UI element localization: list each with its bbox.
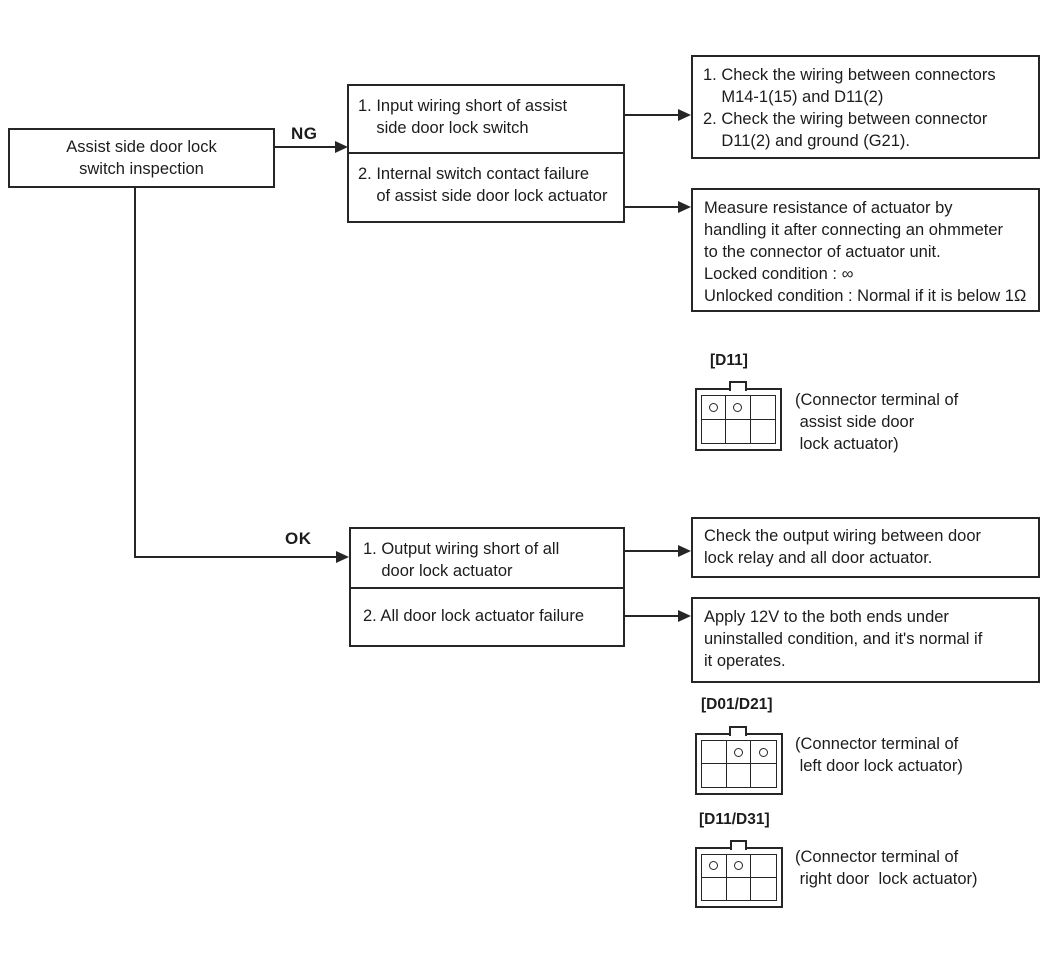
connector-d01-d21-tab (729, 726, 747, 736)
ok-action-apply-box: Apply 12V to the both ends under uninsta… (691, 597, 1040, 683)
pin-cell (702, 877, 727, 900)
ng-action2-arrowhead (678, 201, 691, 213)
ok-arrowhead (336, 551, 349, 563)
ok-action-wiring-text: Check the output wiring between door loc… (704, 527, 982, 567)
pin-circle (709, 861, 719, 871)
pin-cell (702, 419, 727, 443)
ng-action-resistance-text: Measure resistance of actuator by handli… (704, 199, 1027, 305)
ok-causes-divider (351, 587, 623, 589)
ok-branch-label: OK (285, 529, 312, 548)
connector-d11-d31-pin-grid (701, 854, 777, 901)
ok-action1-arrowhead (678, 545, 691, 557)
pin-circle (733, 402, 743, 412)
ok-action2-arrow-line (625, 615, 679, 617)
ok-action-wiring-box: Check the output wiring between door loc… (691, 517, 1040, 578)
pin-cell (751, 741, 776, 764)
connector-d11-d31-id: [D11/D31] (699, 811, 770, 828)
ng-action1-arrowhead (678, 109, 691, 121)
pin-cell (750, 396, 775, 420)
start-box-label: Assist side door lock switch inspection (66, 138, 217, 178)
pin-circle (733, 747, 743, 757)
pin-cell (751, 420, 775, 444)
ng-branch-label: NG (291, 124, 318, 143)
connector-d01-d21-diagram (695, 733, 783, 795)
ok-action2-arrowhead (678, 610, 691, 622)
ok-cause-2: 2. All door lock actuator failure (363, 607, 585, 625)
connector-d01-d21-caption: (Connector terminal of left door lock ac… (795, 735, 963, 775)
ok-action-apply-text: Apply 12V to the both ends under uninsta… (704, 608, 983, 670)
pin-cell (702, 764, 727, 787)
pin-circle (709, 402, 719, 412)
ng-action2-arrow-line (623, 206, 679, 208)
ng-action-wiring-text: 1. Check the wiring between connectors M… (703, 66, 996, 150)
connector-d11-d31-tab (730, 840, 747, 850)
ng-arrow-line (275, 146, 337, 148)
connector-d11-caption: (Connector terminal of assist side door … (795, 391, 959, 453)
pin-cell (726, 741, 752, 764)
pin-cell (702, 741, 727, 764)
pin-cell (751, 764, 776, 787)
pin-cell (726, 855, 752, 878)
ng-action-wiring-box: 1. Check the wiring between connectors M… (691, 55, 1040, 159)
ok-cause-1: 1. Output wiring short of all door lock … (363, 540, 560, 580)
pin-circle (733, 861, 743, 871)
pin-cell (702, 396, 727, 420)
pin-cell (726, 419, 751, 443)
ng-cause-1: 1. Input wiring short of assist side doo… (358, 97, 568, 137)
pin-cell (727, 764, 752, 787)
ng-action-resistance-box: Measure resistance of actuator by handli… (691, 188, 1040, 312)
connector-d11-diagram (695, 388, 782, 451)
connector-d01-d21-pin-grid (701, 740, 777, 788)
ok-branch-horizontal-line (134, 556, 338, 558)
ok-branch-vertical-line (134, 188, 136, 558)
ng-causes-divider (349, 152, 623, 154)
start-box: Assist side door lock switch inspection (8, 128, 275, 188)
connector-d11-pin-grid (701, 395, 776, 444)
connector-d01-d21-id: [D01/D21] (701, 696, 773, 713)
connector-d11-d31-caption: (Connector terminal of right door lock a… (795, 848, 978, 888)
ok-action1-arrow-line (625, 550, 679, 552)
pin-cell (727, 877, 752, 900)
connector-d11-d31-diagram (695, 847, 783, 908)
ng-cause-2: 2. Internal switch contact failure of as… (358, 165, 608, 205)
connector-d11-id: [D11] (710, 352, 748, 369)
connector-d11-tab (729, 381, 747, 391)
ng-action1-arrow-line (623, 114, 679, 116)
ng-arrowhead (335, 141, 348, 153)
pin-cell (726, 396, 751, 420)
ok-causes-box: 1. Output wiring short of all door lock … (349, 527, 625, 647)
pin-circle (759, 747, 769, 757)
pin-cell (702, 855, 727, 878)
pin-cell (751, 855, 776, 878)
pin-cell (751, 878, 776, 901)
ng-causes-box: 1. Input wiring short of assist side doo… (347, 84, 625, 223)
